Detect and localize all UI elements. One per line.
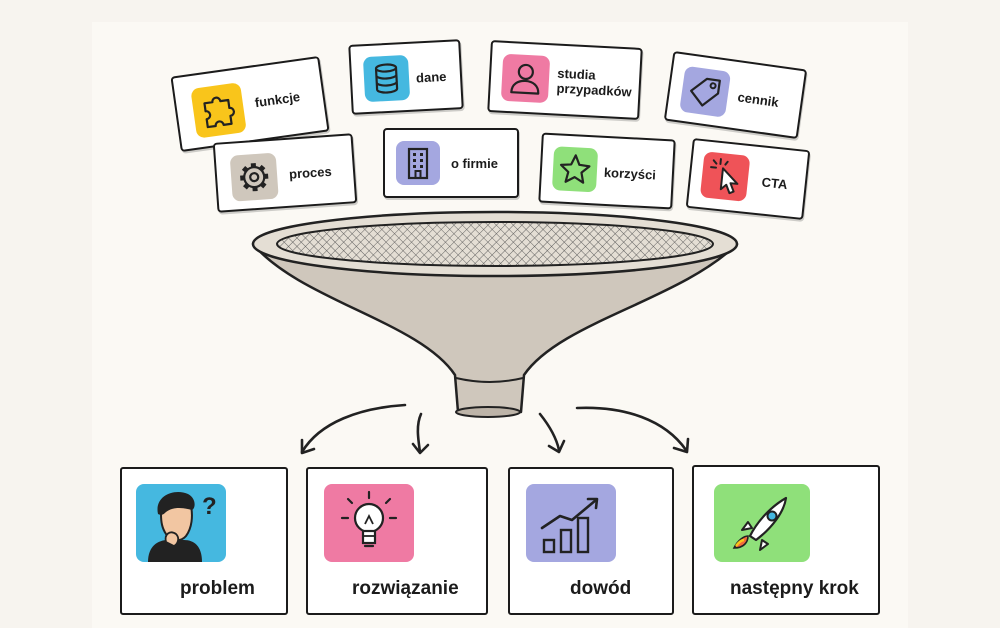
star-icon (551, 146, 599, 193)
building-icon (396, 141, 440, 185)
output-card-rozwiazanie: rozwiązanie (306, 467, 488, 615)
output-card-dowod: dowód (508, 467, 674, 615)
arrow-to-nastepny-krok (575, 406, 690, 454)
output-label: następny krok (730, 578, 859, 599)
input-card-proces: proces (212, 133, 358, 213)
database-icon (362, 54, 411, 103)
input-card-o-firmie: o firmie (383, 128, 519, 198)
price-tag-icon (679, 65, 732, 118)
output-card-problem: ? problem (120, 467, 288, 615)
lightbulb-icon (324, 484, 414, 562)
input-card-korzysci: korzyści (538, 132, 676, 210)
svg-text:?: ? (202, 493, 217, 520)
input-card-cennik: cennik (663, 50, 808, 140)
input-label: o firmie (451, 156, 498, 171)
arrow-to-problem (300, 403, 407, 455)
input-card-funkcje: funkcje (170, 55, 330, 153)
puzzle-icon (190, 82, 247, 139)
arrow-to-rozwiazanie (411, 412, 430, 455)
arrow-to-dowod (538, 412, 566, 454)
input-card-studia-przypadkow: studia przypadków (487, 40, 643, 120)
output-label: dowód (570, 578, 632, 599)
person-icon (500, 53, 551, 104)
cursor-click-icon (699, 151, 751, 202)
mesh-filter-icon (276, 221, 714, 267)
input-card-dane: dane (348, 39, 464, 115)
funnel-icon (251, 210, 739, 418)
rocket-icon (714, 484, 810, 562)
gear-icon (229, 152, 279, 202)
output-label: rozwiązanie (352, 578, 459, 599)
growth-chart-icon (526, 484, 616, 562)
input-card-cta: CTA (685, 138, 811, 220)
output-label: problem (180, 578, 255, 599)
output-card-nastepny-krok: następny krok (692, 465, 880, 615)
thinking-person-icon: ? (136, 484, 226, 562)
